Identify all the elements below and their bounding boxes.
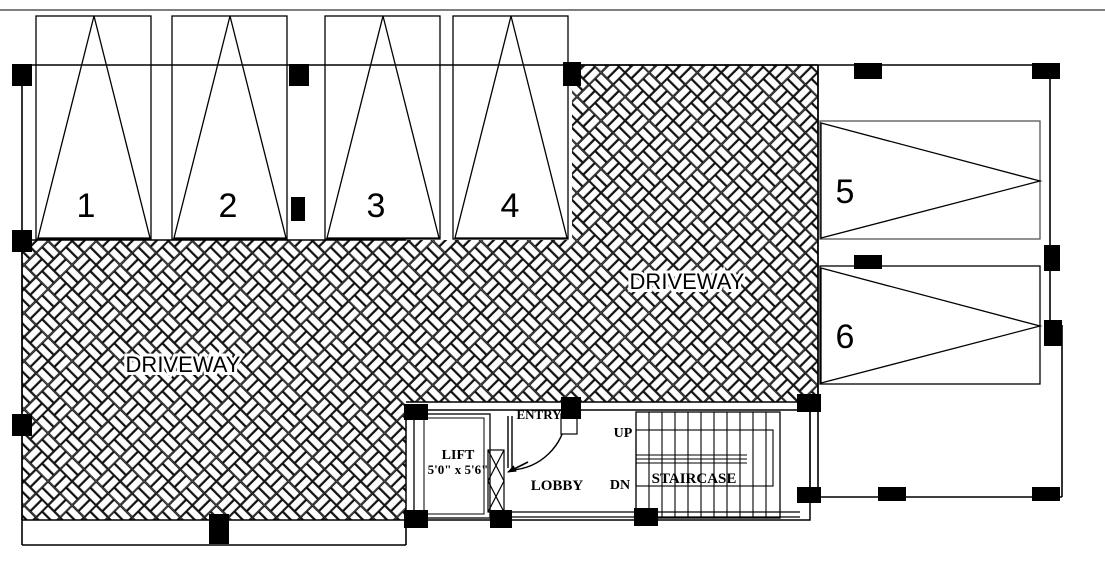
core-block [405, 409, 811, 521]
lift-label: LIFT [442, 448, 475, 463]
bay-number-6: 6 [836, 318, 855, 356]
column [291, 197, 305, 221]
column [561, 397, 581, 419]
column [490, 510, 512, 528]
parking-bay-3[interactable] [324, 15, 441, 240]
lift-size-label: 5'0" x 5'6" [428, 462, 489, 477]
column [878, 487, 906, 501]
staircase-label: STAIRCASE [652, 471, 737, 487]
column [12, 64, 32, 86]
bay-number-4: 4 [501, 187, 520, 225]
column [1044, 320, 1062, 346]
entry-label: ENTRY [516, 407, 562, 422]
staircase[interactable] [635, 411, 781, 519]
parking-bay-1[interactable] [35, 15, 152, 240]
parking-bays-horizontal [819, 120, 1043, 385]
driveway-left-label: DRIVEWAY [126, 352, 241, 377]
column [289, 64, 309, 86]
entry-door[interactable] [507, 413, 578, 473]
column [209, 514, 229, 544]
column [404, 404, 428, 420]
driveway-right-label: DRIVEWAY [630, 269, 745, 294]
structural-columns [12, 62, 1062, 544]
bay-number-2: 2 [219, 187, 238, 225]
column [797, 487, 821, 503]
parking-bays-vertical [35, 15, 569, 240]
building-walls [21, 64, 1063, 546]
column [854, 63, 882, 79]
bay-number-5: 5 [836, 173, 855, 211]
driveway-middle-paving [406, 240, 572, 402]
plan-labels: 1 2 3 4 5 6 DRIVEWAY DRIVEWAY LIFT 5'0" … [77, 173, 855, 494]
column [12, 230, 32, 252]
stair-up-label: UP [614, 426, 633, 441]
parking-bay-4[interactable] [452, 15, 569, 240]
lobby-label: LOBBY [531, 478, 584, 494]
lift-door-icon [487, 449, 505, 513]
parking-bay-5[interactable] [819, 120, 1043, 240]
bay-number-1: 1 [77, 187, 96, 225]
column [854, 255, 882, 269]
column [563, 62, 581, 86]
driveway-left-paving [22, 240, 406, 520]
lift-shaft[interactable] [413, 413, 505, 519]
parking-bay-6[interactable] [819, 265, 1043, 385]
driveway-right-paving [572, 65, 818, 402]
column [12, 414, 32, 436]
parking-bay-2[interactable] [171, 15, 288, 240]
column [404, 510, 428, 528]
stair-dn-label: DN [610, 478, 630, 493]
column [1032, 63, 1060, 79]
column [797, 394, 821, 412]
bay-number-3: 3 [367, 187, 386, 225]
column [1032, 487, 1060, 501]
column [634, 508, 658, 526]
column [1044, 245, 1060, 271]
